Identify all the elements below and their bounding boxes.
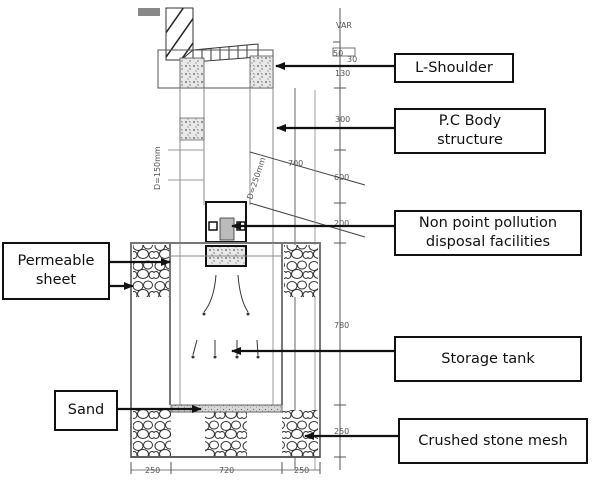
dim-bottom-mid: 720: [219, 466, 234, 475]
label-pc-body: P.C Body structure: [394, 108, 546, 154]
label-storage: Storage tank: [394, 336, 582, 382]
label-sand: Sand: [54, 390, 118, 431]
dim-50: 50: [333, 49, 343, 58]
pc-body-walls: [179, 88, 274, 245]
pipe-right-label: D=250mm: [245, 156, 267, 201]
crushed-stone-top-right: [284, 245, 318, 297]
label-permeable-line1: Permeable: [17, 253, 95, 269]
label-crushed-text: Crushed stone mesh: [418, 432, 568, 449]
pc-body-fill: [179, 117, 205, 141]
crushed-stone-bottom-right: [282, 410, 318, 456]
label-permeable: Permeable sheet: [2, 242, 110, 300]
dim-bottom-right: 250: [294, 466, 309, 475]
dimension-column: VAR 50 30 130 300 600 200 780 250: [332, 8, 357, 470]
dim-600: 600: [334, 173, 349, 182]
slope-line-upper: [249, 151, 366, 186]
pipe-left-label: D=150mm: [153, 146, 162, 190]
dim-200: 200: [334, 219, 349, 228]
crushed-stone-bottom-left: [133, 410, 171, 456]
l-shoulder-fill-left: [179, 57, 205, 89]
label-sand-text: Sand: [67, 402, 105, 418]
label-pc-body-line2: structure: [437, 132, 503, 148]
crushed-stone-top-left: [133, 245, 169, 297]
label-l-shoulder-text: L-Shoulder: [415, 59, 493, 76]
label-crushed: Crushed stone mesh: [398, 418, 588, 464]
label-non-point-line2: disposal facilities: [425, 234, 551, 250]
dim-30: 30: [347, 55, 357, 64]
label-non-point-line1: Non point pollution: [418, 215, 558, 231]
dim-250-right: 250: [334, 427, 349, 436]
dim-300: 300: [335, 115, 350, 124]
label-pc-body-line1: P.C Body: [438, 113, 502, 129]
dim-130: 130: [335, 69, 350, 78]
label-non-point: Non point pollution disposal facilities: [394, 210, 582, 256]
slope-line-lower: [249, 202, 366, 238]
label-permeable-line2: sheet: [35, 272, 77, 288]
label-storage-text: Storage tank: [441, 350, 535, 367]
callout-arrows: [110, 62, 400, 440]
flow-drops: [191, 312, 260, 359]
dim-700: 700: [288, 159, 303, 168]
crushed-stone-bottom-mid: [205, 412, 247, 456]
dim-780: 780: [334, 321, 349, 330]
l-shoulder-fill-right: [249, 55, 274, 89]
bottom-dimensions: 250 720 250: [130, 462, 321, 475]
dim-bottom-left: 250: [145, 466, 160, 475]
curb-stone: [165, 7, 194, 61]
label-l-shoulder: L-Shoulder: [394, 53, 514, 83]
dim-var: VAR: [336, 21, 352, 30]
curb-marker: [138, 8, 160, 16]
flow-lines: [192, 274, 259, 356]
